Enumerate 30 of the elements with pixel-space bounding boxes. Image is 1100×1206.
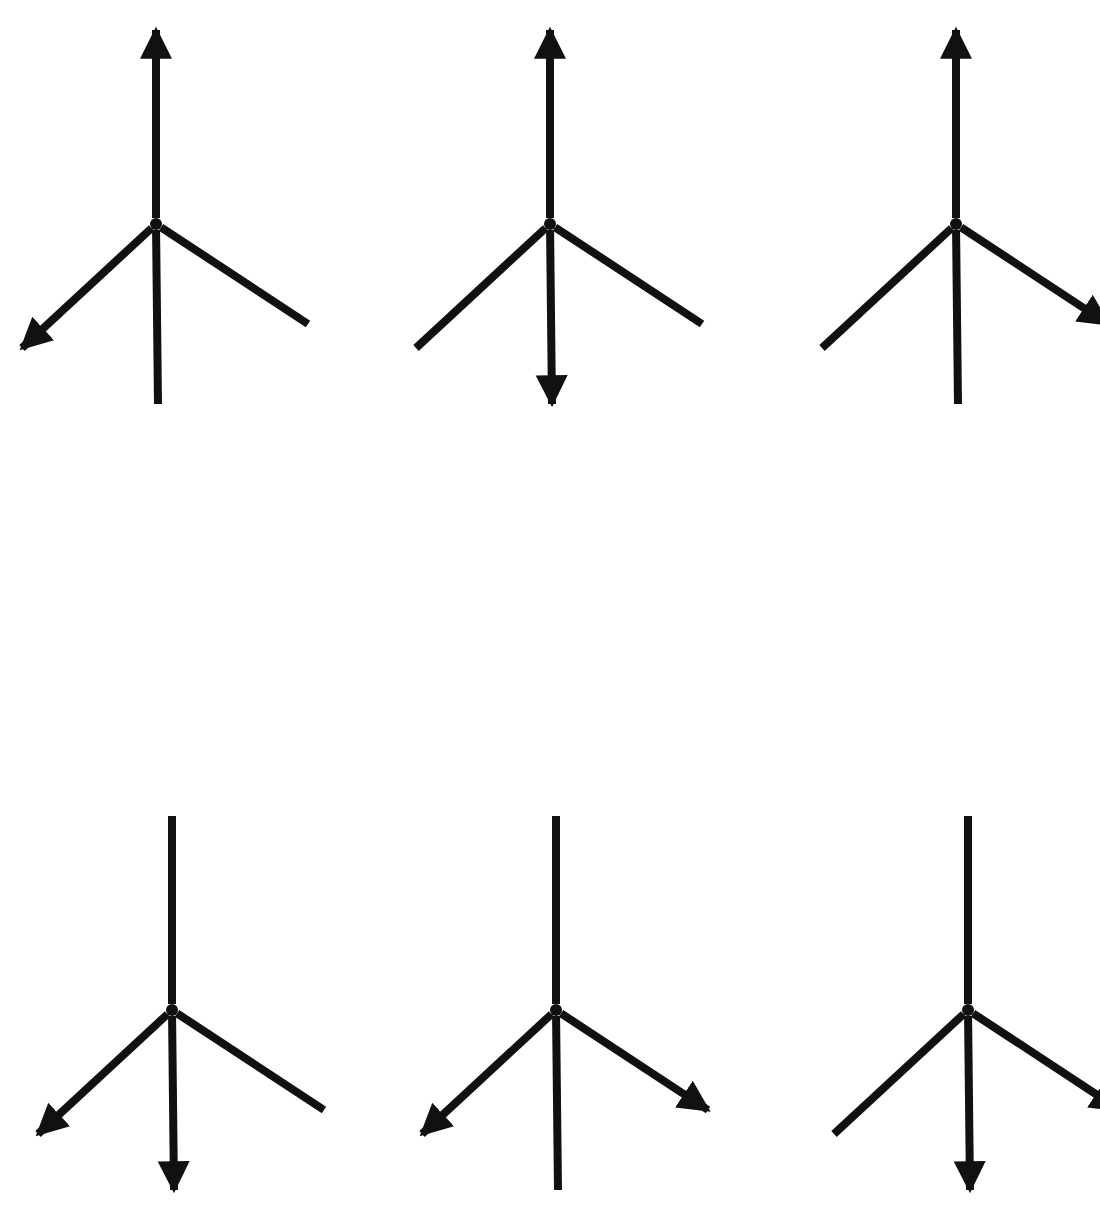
line — [552, 223, 705, 328]
line — [413, 225, 549, 351]
arrow — [953, 1015, 986, 1194]
line — [174, 1009, 327, 1114]
line — [552, 816, 560, 1004]
vertex-point — [950, 218, 962, 230]
arrow — [419, 1011, 555, 1137]
arrow — [535, 229, 568, 408]
line — [168, 816, 176, 1004]
line — [552, 1015, 562, 1191]
vertex-point — [166, 1004, 178, 1016]
line — [819, 225, 955, 351]
line — [158, 223, 311, 328]
arrow — [19, 225, 155, 351]
arrow — [534, 26, 566, 218]
arrow — [958, 223, 1100, 328]
arrow — [558, 1009, 711, 1114]
vertex-point — [150, 218, 162, 230]
line — [952, 229, 962, 405]
arrow — [970, 1009, 1100, 1114]
vertex-point — [550, 1004, 562, 1016]
vertex-point — [962, 1004, 974, 1016]
arrow — [157, 1015, 190, 1194]
arrow — [140, 26, 172, 218]
line — [831, 1011, 967, 1137]
arrow — [940, 26, 972, 218]
arrow — [35, 1011, 171, 1137]
vertex-point — [544, 218, 556, 230]
line — [964, 816, 972, 1004]
line — [152, 229, 162, 405]
